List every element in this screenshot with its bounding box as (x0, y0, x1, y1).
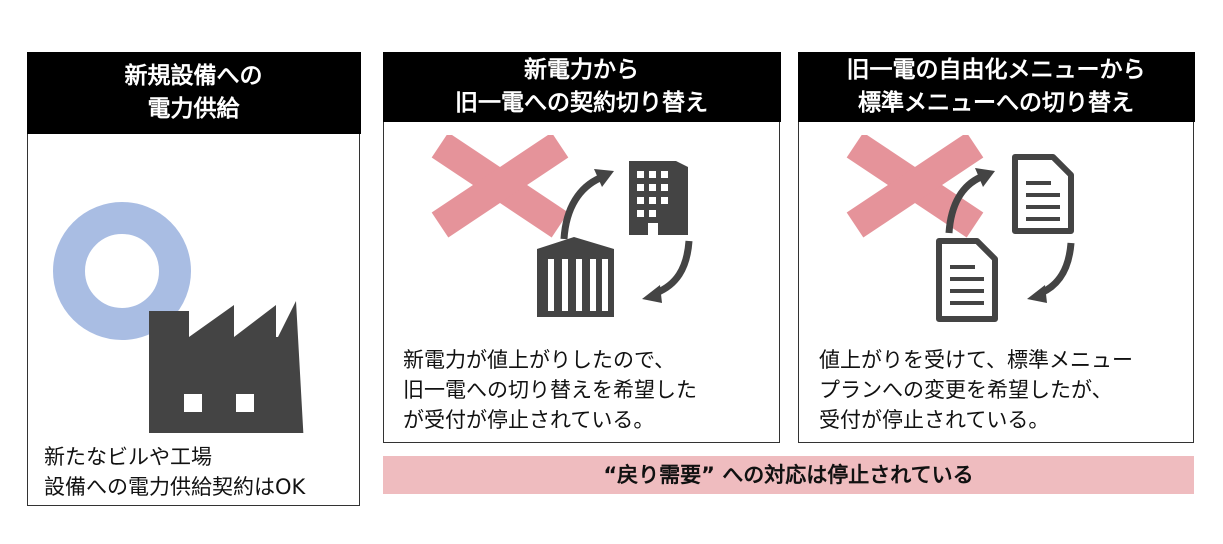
arrow-down-left-icon (642, 240, 693, 303)
arrow-up-right-icon (560, 169, 614, 240)
panel-title-line: 旧一電の自由化メニューから (846, 56, 1146, 83)
description-line: 新電力が値上がりしたので、 (403, 348, 676, 372)
description-line: 値上がりを受けて、標準メニュー (819, 348, 1133, 372)
panel-title-line: 新電力から (524, 56, 639, 83)
factory-icon (149, 301, 304, 433)
description-line: プランへの変更を希望したが、 (819, 378, 1113, 402)
panel-title-line: 電力供給 (147, 95, 240, 122)
description-line: 新たなビルや工場 (44, 445, 212, 469)
panel-description: 値上がりを受けて、標準メニュー プランへの変更を希望したが、 受付が停止されてい… (819, 345, 1133, 435)
switch-menu-illustration (846, 135, 1075, 322)
document-icon (1012, 154, 1074, 234)
arrow-up-right-icon (945, 168, 995, 234)
panel-menu-switch: 旧一電の自由化メニューから 標準メニューへの切り替え (797, 51, 1195, 443)
factory-illustration (53, 202, 304, 433)
panel-title-line: 旧一電への契約切り替え (455, 89, 708, 116)
panel-description: 新たなビルや工場 設備への電力供給契約はOK (44, 442, 305, 502)
description-line: 受付が停止されている。 (819, 408, 1050, 432)
description-line: 設備への電力供給契約はOK (44, 475, 306, 499)
power-ring-icon (53, 202, 191, 340)
description-line: が受付が停止されている。 (403, 408, 655, 432)
panel-header: 新規設備への 電力供給 (26, 51, 361, 134)
building-icon (629, 161, 688, 235)
arrow-down-left-icon (1027, 242, 1075, 303)
power-company-icon (537, 237, 614, 317)
panel-header: 新電力から 旧一電への契約切り替え (382, 51, 781, 122)
panel-new-supply: 新規設備への 電力供給 新たなビルや工場 設備への電力供給契約はOK (26, 51, 361, 506)
panel-header: 旧一電の自由化メニューから 標準メニューへの切り替え (797, 51, 1195, 122)
status-banner: “戻り需要” への対応は停止されている (383, 456, 1194, 494)
panel-title-line: 新規設備への (124, 62, 263, 89)
cross-icon (846, 135, 984, 238)
cross-icon (431, 135, 569, 238)
panel-description: 新電力が値上がりしたので、 旧一電への切り替えを希望した が受付が停止されている… (403, 345, 697, 435)
switch-contract-illustration (431, 135, 693, 317)
document-icon (936, 238, 998, 322)
description-line: 旧一電への切り替えを希望した (403, 378, 697, 402)
panel-title-line: 標準メニューへの切り替え (858, 89, 1134, 116)
panel-new-to-old-utility: 新電力から 旧一電への契約切り替え (382, 51, 781, 443)
